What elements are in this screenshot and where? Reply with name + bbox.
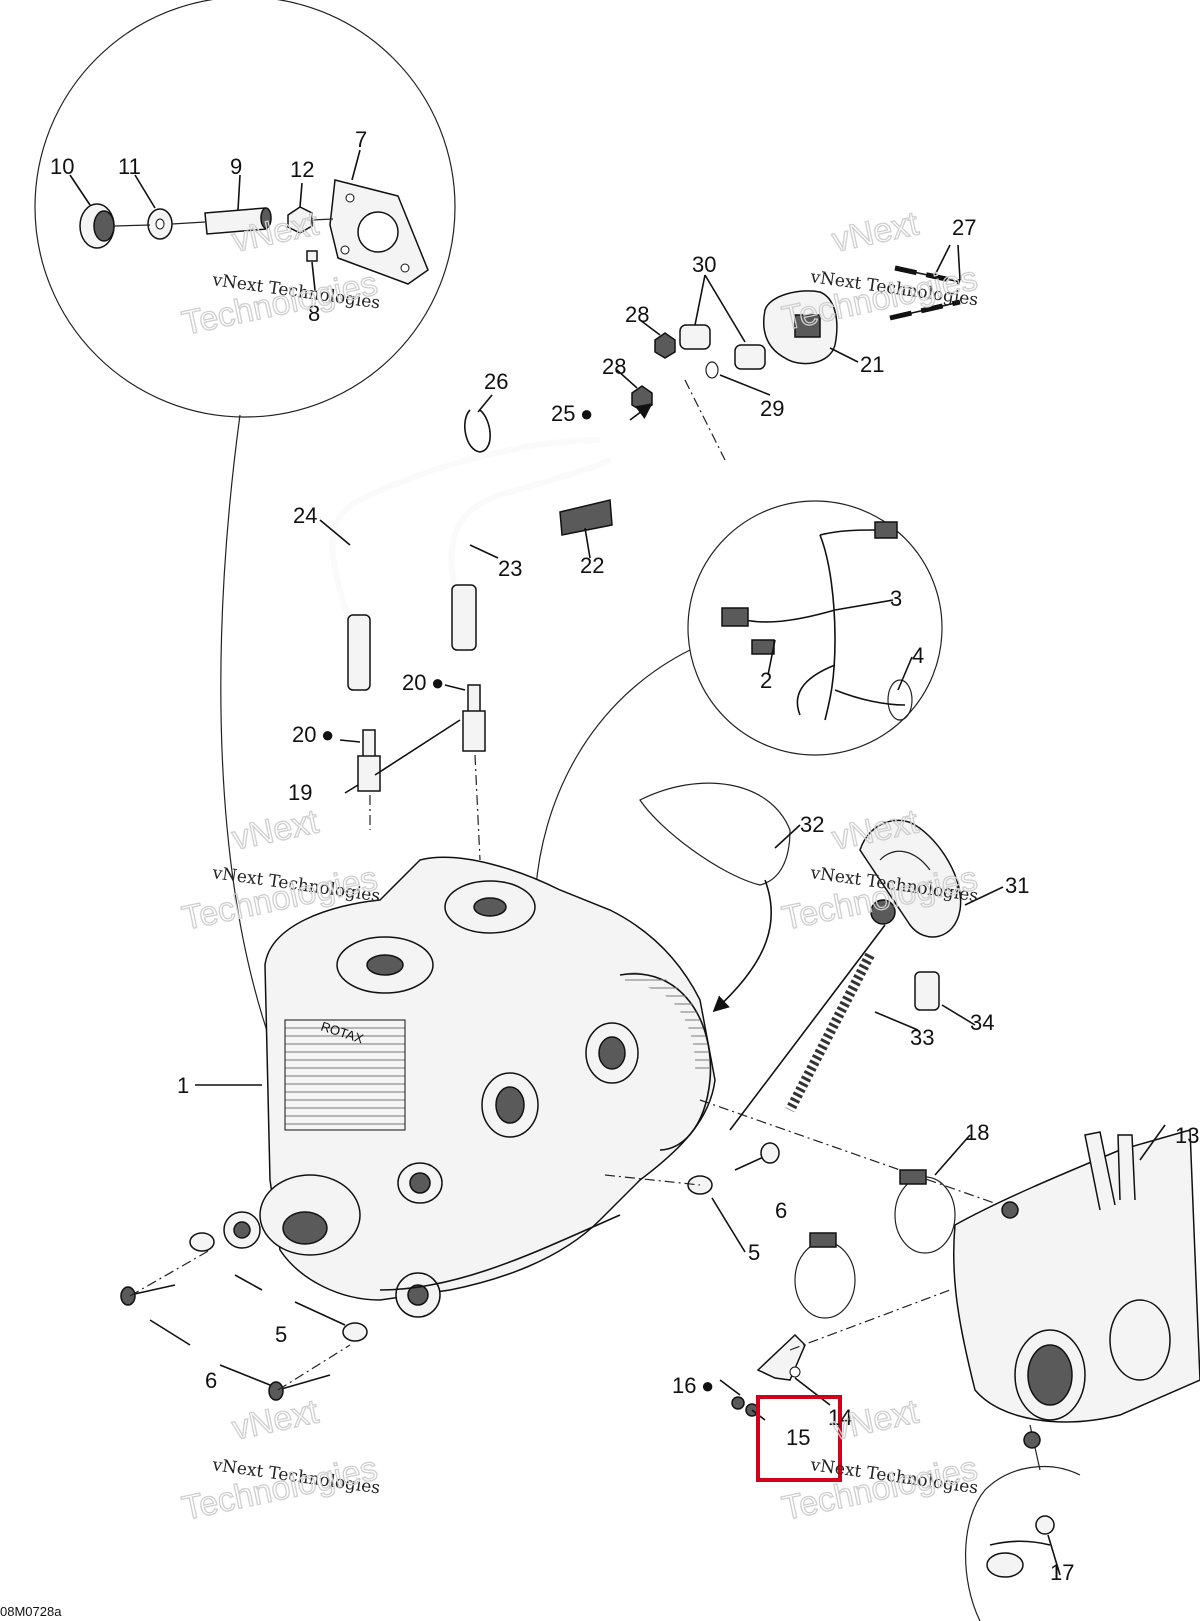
watermark-top-right: vNext vNext Technologies Technologies: [778, 204, 981, 339]
oil-pump-group: [616, 244, 961, 461]
detail-circle-bottom-right: [964, 1424, 1081, 1621]
hose-group: [319, 394, 613, 691]
callout-29: 29: [760, 396, 784, 421]
detail-connector-line: [220, 414, 271, 1041]
callout-4: 4: [912, 643, 924, 668]
callout-26: 26: [484, 369, 508, 394]
figure-code: 08M0728a: [0, 1604, 62, 1619]
callout-34: 34: [970, 1010, 994, 1035]
recoil-group: [639, 782, 1004, 1131]
callout-19: 19: [288, 780, 312, 805]
clamps-part: [794, 1134, 971, 1319]
svg-text:vNext: vNext: [829, 1392, 922, 1447]
callout-11: 11: [118, 154, 141, 179]
callout-17: 17: [1050, 1560, 1074, 1585]
callout-31: 31: [1005, 873, 1029, 898]
callout-20-left: 20: [292, 722, 316, 747]
screw-part: [306, 250, 318, 262]
callout-22: 22: [580, 553, 604, 578]
callout-32: 32: [800, 812, 824, 837]
callout-27: 27: [952, 215, 976, 240]
callouts: 10 11 9 12 7 8 27 30 28 21 28 29 26 25 ●…: [50, 127, 1199, 1585]
callout-28-top: 28: [625, 302, 649, 327]
sleeve-part: [204, 207, 272, 235]
svg-text:Technologies: Technologies: [179, 1449, 381, 1527]
callout-33: 33: [910, 1025, 934, 1050]
callout-7: 7: [355, 127, 367, 152]
callout-15: 15: [786, 1425, 810, 1450]
callout-6-left: 6: [205, 1368, 217, 1393]
harness-connector-line: [534, 649, 691, 901]
engine-block-part: ROTAX: [195, 856, 716, 1318]
callout-16: 16: [672, 1373, 696, 1398]
callout-3: 3: [890, 586, 902, 611]
watermark-bottom-left: vNext vNext Technologies Technologies: [178, 1392, 381, 1529]
bracket-plate-part: [329, 179, 429, 285]
cable-tie-part: [887, 679, 913, 721]
callout-18: 18: [965, 1120, 989, 1145]
highlight-box: [756, 1395, 842, 1482]
svg-text:Technologies: Technologies: [779, 1449, 981, 1527]
callout-12: 12: [290, 157, 314, 182]
connector-part: [874, 521, 898, 539]
watermark-bottom-right: vNext vNext Technologies Technologies: [778, 1392, 981, 1529]
bracket-14-part: [719, 1289, 951, 1421]
carburetor-part: [952, 1124, 1200, 1449]
lubricant-drop-20-right: ●: [431, 670, 444, 695]
callout-14: 14: [828, 1405, 852, 1430]
connector-part-3: [751, 639, 775, 655]
spark-plugs: [339, 684, 486, 861]
callout-6-right: 6: [775, 1198, 787, 1223]
callout-5-right: 5: [748, 1240, 760, 1265]
callout-28-bottom: 28: [602, 354, 626, 379]
callout-30: 30: [692, 252, 716, 277]
callout-2: 2: [760, 668, 772, 693]
bushing-part: [79, 203, 115, 249]
lubricant-drop-25: ●: [580, 401, 593, 426]
callout-20-right: 20: [402, 670, 426, 695]
lubricant-drop-16: ●: [701, 1373, 714, 1398]
svg-text:vNext: vNext: [229, 1392, 322, 1447]
callout-1: 1: [177, 1073, 189, 1098]
svg-text:Technologies: Technologies: [179, 264, 381, 342]
callout-9: 9: [230, 154, 242, 179]
callout-5-left: 5: [275, 1322, 287, 1347]
callout-21: 21: [860, 352, 884, 377]
svg-text:Technologies: Technologies: [779, 259, 981, 337]
callout-8: 8: [308, 301, 320, 326]
callout-13: 13: [1175, 1123, 1199, 1148]
detail-circle-harness: [687, 500, 943, 756]
svg-text:vNext: vNext: [829, 204, 922, 259]
callout-24: 24: [293, 503, 317, 528]
callout-10: 10: [50, 154, 74, 179]
svg-text:vNext: vNext: [229, 802, 322, 857]
connector-part-2: [721, 607, 749, 627]
washer-part: [147, 208, 173, 240]
detail-circle-top-left: [34, 0, 456, 418]
mount-hardware: [120, 1099, 1101, 1401]
lubricant-drop-20-left: ●: [321, 722, 334, 747]
callout-23: 23: [498, 556, 522, 581]
callout-25: 25: [551, 401, 575, 426]
